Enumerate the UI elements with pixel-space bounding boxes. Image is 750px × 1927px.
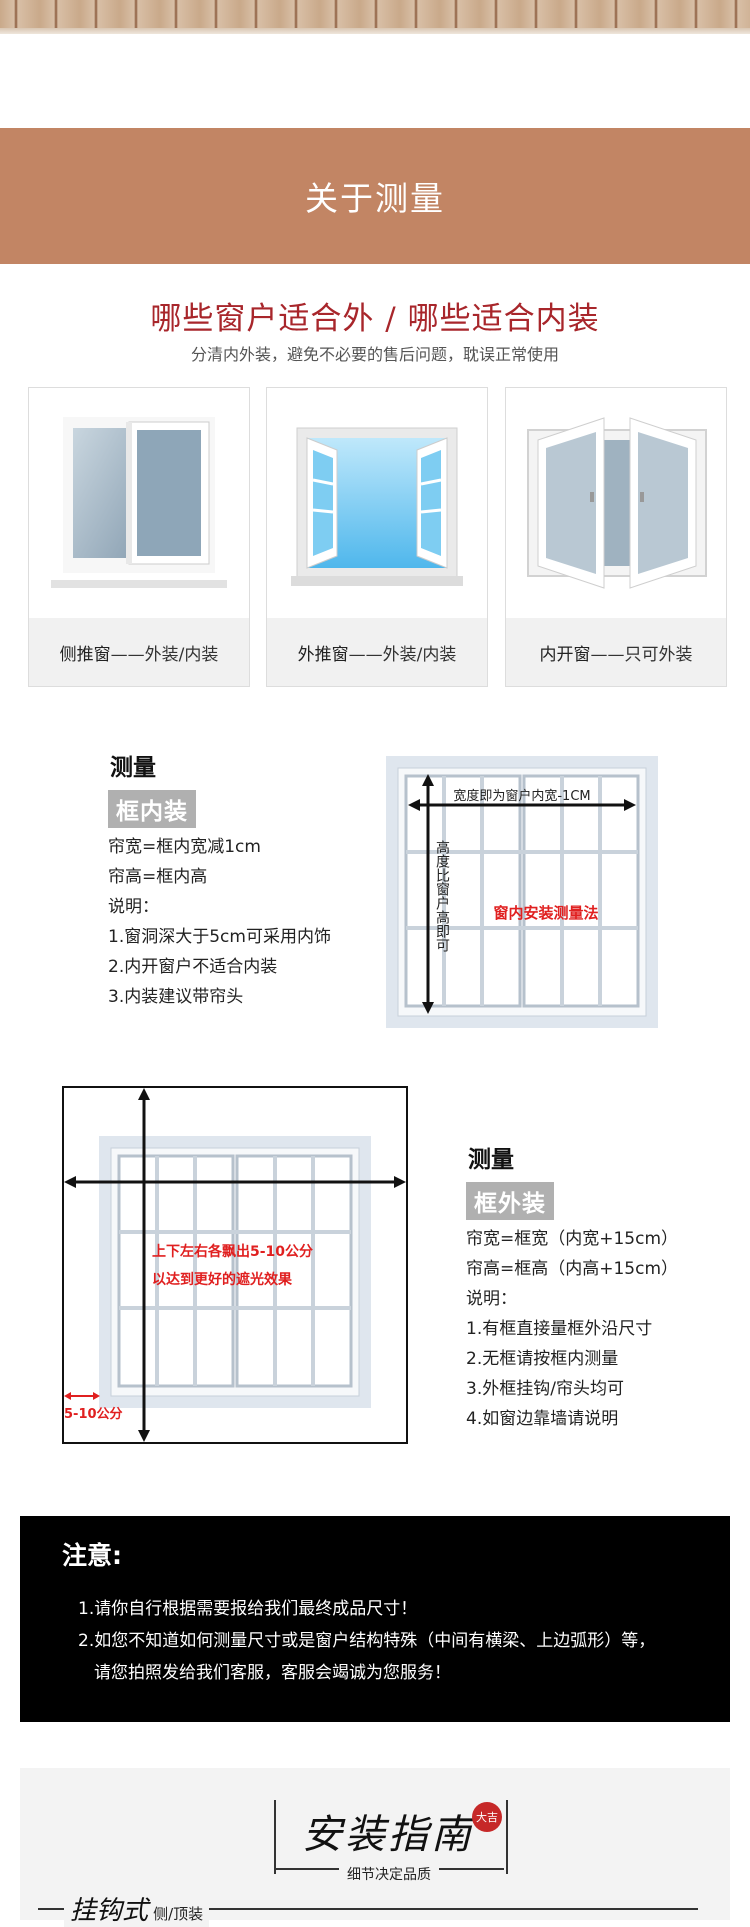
rule-line: 3.内装建议带帘头 [108, 987, 244, 1007]
product-photo-strip [0, 0, 750, 34]
guide-stamp: 大吉 [472, 1802, 502, 1832]
guide-type-rule [38, 1908, 698, 1910]
section-heading: 哪些窗户适合外 / 哪些适合内装 [150, 301, 600, 337]
method-label: 窗内安装测量法 [493, 904, 598, 922]
outer-mount-rules: 帘宽=框宽（内宽+15cm） 帘高=框高（内高+15cm） 说明： 1.有框直接… [466, 1224, 678, 1434]
rule-line: 4.如窗边靠墙请说明 [466, 1409, 619, 1429]
inner-mount-tag: 框内装 [108, 790, 196, 828]
guide-type: 挂钩式 侧/顶装 [64, 1890, 210, 1927]
inner-mount-heading: 测量 [110, 755, 156, 781]
sliding-window-illustration [51, 409, 227, 588]
section-banner: 关于测量 [0, 128, 750, 264]
notice-item: 2.如您不知道如何测量尺寸或是窗户结构特殊（中间有横梁、上边弧形）等， [78, 1631, 656, 1651]
window-type-card-inward: 内开窗——只可外装 [505, 387, 727, 687]
window-type-caption: 外推窗——外装/内装 [267, 618, 487, 686]
height-label: 高度比窗户高即可 [434, 839, 450, 952]
rule-line: 帘高=框内高 [108, 867, 208, 887]
outer-mount-diagram: 5-10公分 上下左右各飘出5-10公分 以达到更好的遮光效果 [62, 1086, 408, 1444]
guide-title-frame [274, 1800, 508, 1874]
guide-title: 安装指南 [302, 1812, 474, 1858]
guide-subtitle: 细节决定品质 [339, 1867, 439, 1883]
rule-line: 2.内开窗户不适合内装 [108, 957, 278, 977]
window-type-card-sliding: 侧推窗——外装/内装 [28, 387, 250, 687]
section-subtitle: 分清内外装，避免不必要的售后问题，耽误正常使用 [190, 345, 559, 364]
rule-line: 2.无框请按框内测量 [466, 1349, 619, 1369]
overhang-note: 上下左右各飘出5-10公分 [152, 1243, 313, 1260]
rule-line: 帘高=框高（内高+15cm） [466, 1259, 679, 1279]
rule-line: 帘宽=框宽（内宽+15cm） [466, 1229, 679, 1249]
rule-line: 说明： [108, 897, 159, 917]
margin-label: 5-10公分 [64, 1406, 123, 1422]
notice-title: 注意: [62, 1541, 122, 1570]
install-guide-header: 安装指南 大吉 细节决定品质 挂钩式 侧/顶装 [20, 1768, 730, 1927]
inner-mount-diagram: 宽度即为窗户内宽-1CM 高度比窗户高即可 窗内安装测量法 [386, 756, 658, 1028]
banner-title: 关于测量 [305, 179, 445, 218]
outer-mount-tag: 框外装 [466, 1182, 554, 1220]
guide-type-note: 侧/顶装 [153, 1905, 204, 1923]
rule-line: 3.外框挂钩/帘头均可 [466, 1379, 624, 1399]
rule-line: 帘宽=框内宽减1cm [108, 837, 261, 857]
width-label: 宽度即为窗户内宽-1CM [453, 788, 590, 804]
outward-window-illustration [291, 427, 463, 586]
rule-line: 1.有框直接量框外沿尺寸 [466, 1319, 653, 1339]
inner-mount-rules: 帘宽=框内宽减1cm 帘高=框内高 说明： 1.窗洞深大于5cm可采用内饰 2.… [108, 832, 331, 1012]
window-type-caption: 内开窗——只可外装 [506, 618, 726, 686]
window-type-caption: 侧推窗——外装/内装 [29, 618, 249, 686]
overhang-note: 以达到更好的遮光效果 [152, 1271, 293, 1288]
notice-box: 注意: 1.请你自行根据需要报给我们最终成品尺寸！ 2.如您不知道如何测量尺寸或… [20, 1516, 730, 1722]
guide-type-label: 挂钩式 [70, 1896, 149, 1926]
rule-line: 说明： [466, 1289, 517, 1309]
window-type-card-outward: 外推窗——外装/内装 [266, 387, 488, 687]
notice-item: 请您拍照发给我们客服，客服会竭诚为您服务！ [94, 1663, 451, 1683]
rule-line: 1.窗洞深大于5cm可采用内饰 [108, 927, 331, 947]
notice-item: 1.请你自行根据需要报给我们最终成品尺寸！ [78, 1599, 418, 1619]
guide-subtitle-wrap: 细节决定品质 [274, 1864, 504, 1884]
outer-mount-heading: 测量 [468, 1147, 514, 1173]
inward-window-illustration [527, 417, 707, 589]
